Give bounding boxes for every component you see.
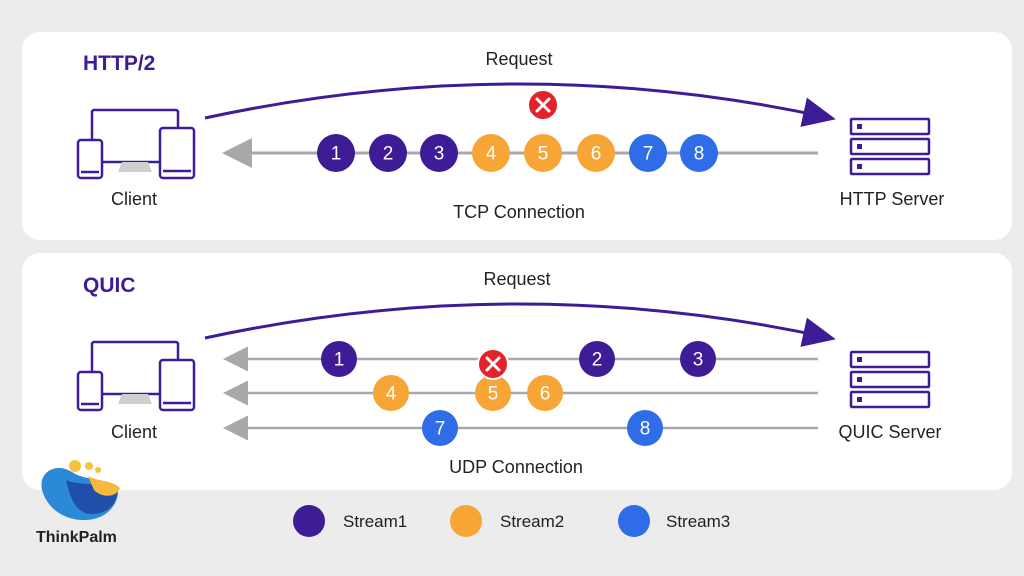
packet-number: 3: [693, 350, 704, 371]
packet-node: 6: [577, 134, 615, 172]
quic-connection-label: UDP Connection: [449, 457, 583, 477]
thinkpalm-logo: [41, 460, 120, 521]
packet-number: 5: [488, 384, 499, 405]
packet-node: 5: [475, 375, 511, 411]
packet-node: 4: [373, 375, 409, 411]
server-icon: [849, 350, 931, 409]
http2-request-label: Request: [485, 49, 553, 69]
packet-node: 7: [629, 134, 667, 172]
packet-node: 1: [321, 341, 357, 377]
legend-dot-stream3: [618, 505, 650, 537]
packet-number: 7: [643, 144, 654, 165]
packet-node: 2: [579, 341, 615, 377]
packet-node: 7: [422, 410, 458, 446]
legend-dots: [293, 505, 650, 537]
packet-node: 3: [680, 341, 716, 377]
quic-request-label: Request: [483, 269, 551, 289]
client-devices-icon: [76, 108, 196, 180]
quic-title: QUIC: [83, 274, 136, 297]
packet-number: 1: [331, 144, 342, 165]
packet-node: 3: [420, 134, 458, 172]
packet-node: 4: [472, 134, 510, 172]
packet-node: 8: [680, 134, 718, 172]
legend-label-stream1: Stream1: [343, 512, 408, 531]
lost-packet-x-icon: [477, 348, 509, 380]
http2-request-arc: [204, 82, 836, 127]
packet-node: 6: [527, 375, 563, 411]
http2-client-label: Client: [110, 189, 158, 209]
packet-number: 2: [383, 144, 394, 165]
packet-number: 5: [538, 144, 549, 165]
lost-packet-x-icon: [527, 89, 559, 121]
quic-client-label: Client: [110, 422, 158, 442]
client-devices-icon: [76, 340, 196, 412]
packet-node: 2: [369, 134, 407, 172]
packet-node: 5: [524, 134, 562, 172]
packet-number: 2: [592, 350, 603, 371]
packet-node: 1: [317, 134, 355, 172]
http2-title: HTTP/2: [83, 52, 156, 75]
packet-number: 6: [540, 384, 551, 405]
brand-name: ThinkPalm: [36, 529, 117, 546]
packet-number: 7: [435, 419, 446, 440]
quic-packets: 1 2 3 4 5 6 7 8: [321, 341, 716, 446]
legend-label-stream3: Stream3: [666, 512, 731, 531]
quic-request-arc: [204, 302, 836, 347]
packet-number: 1: [334, 350, 345, 371]
legend-dot-stream2: [450, 505, 482, 537]
packet-node: 8: [627, 410, 663, 446]
http2-server-label: HTTP Server: [839, 189, 945, 209]
server-icon: [849, 117, 931, 176]
packet-number: 4: [486, 144, 497, 165]
packet-number: 8: [640, 419, 651, 440]
quic-server-label: QUIC Server: [838, 422, 942, 442]
packet-number: 4: [386, 384, 397, 405]
http2-connection-label: TCP Connection: [453, 202, 585, 222]
http2-packets: 1 2 3 4 5 6 7 8: [317, 89, 718, 172]
legend-dot-stream1: [293, 505, 325, 537]
packet-number: 8: [694, 144, 705, 165]
packet-number: 6: [591, 144, 602, 165]
packet-number: 3: [434, 144, 445, 165]
legend-label-stream2: Stream2: [500, 512, 565, 531]
